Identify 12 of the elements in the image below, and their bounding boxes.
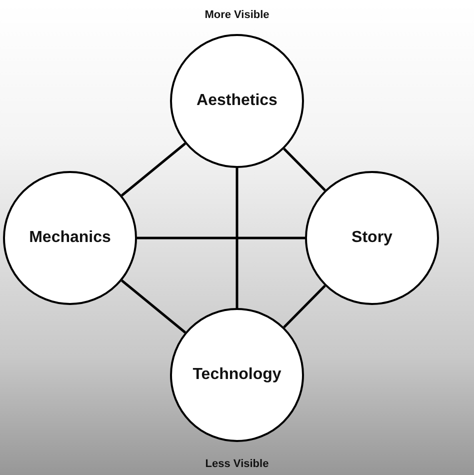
node-label: Technology [192, 366, 282, 384]
node-label: Mechanics [29, 229, 111, 247]
connector-line [236, 168, 238, 308]
node-label: Story [352, 229, 392, 247]
node-label: Aesthetics [196, 92, 278, 110]
connector-line [137, 236, 305, 240]
connector-line [283, 148, 326, 192]
connector-line [121, 280, 186, 334]
connector-line [121, 142, 186, 196]
axis-label: Less Visible [205, 458, 269, 470]
axis-label: More Visible [204, 9, 270, 21]
connector-line [283, 284, 326, 328]
